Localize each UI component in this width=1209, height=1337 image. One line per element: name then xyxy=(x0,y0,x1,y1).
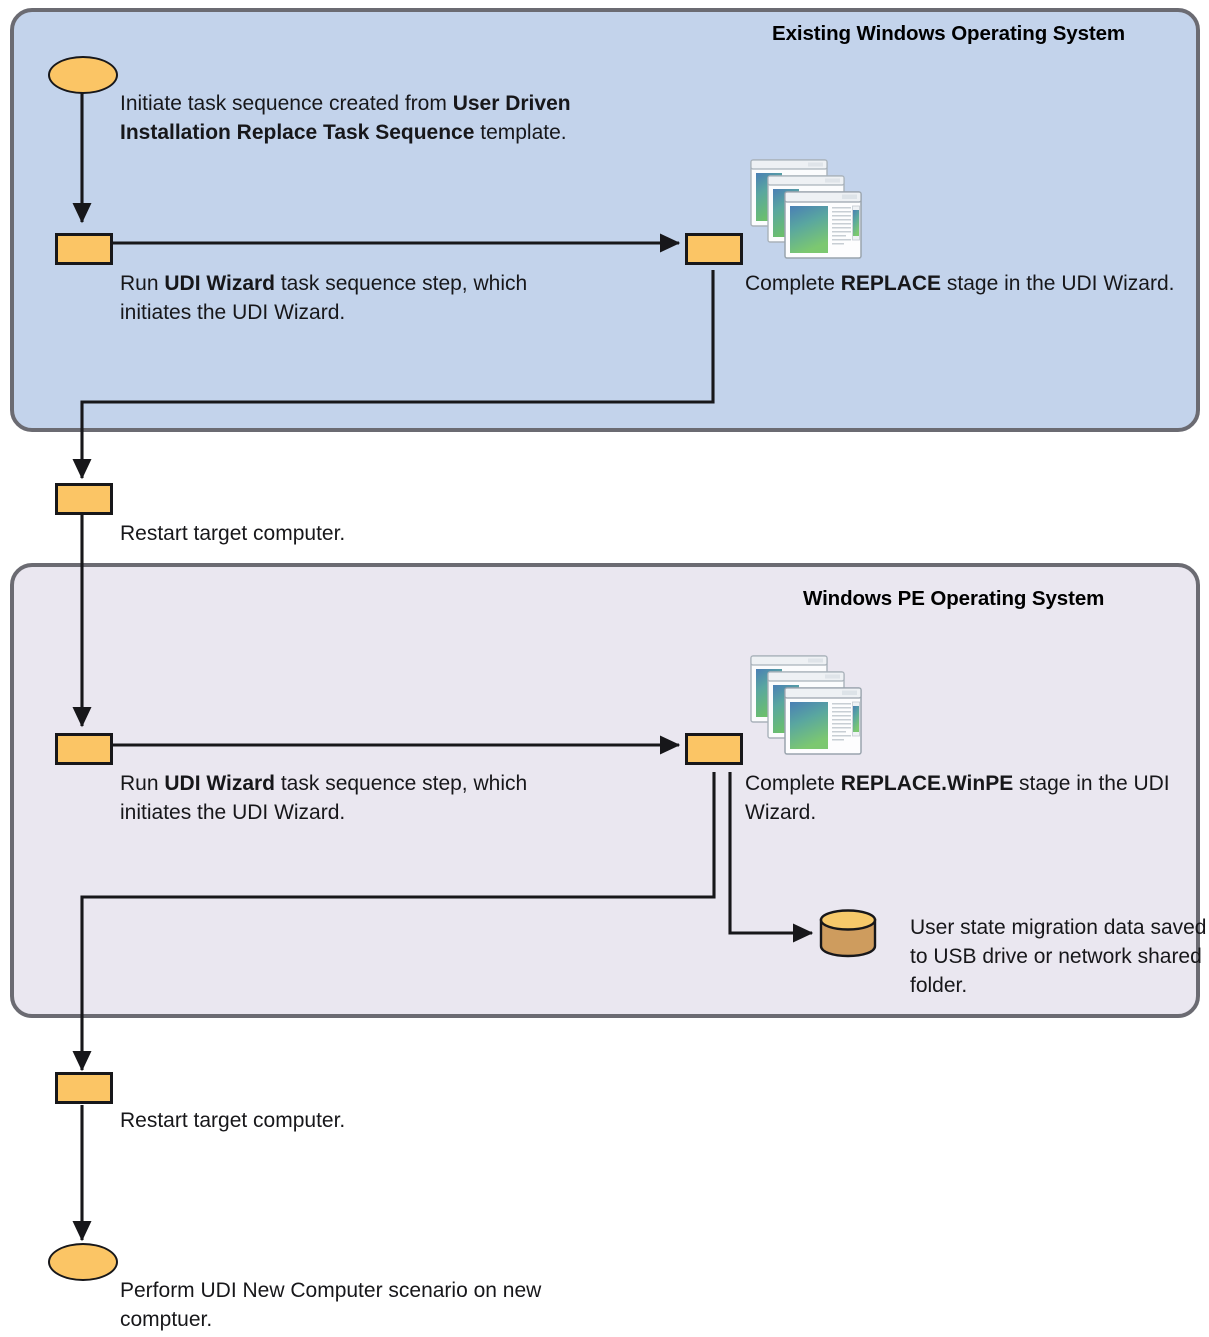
process-node-run-udi-wizard-os[interactable] xyxy=(55,233,113,265)
udi-wizard-windows-stack-icon-winpe xyxy=(748,653,866,762)
datastore-user-state-caption: User state migration data saved to USB d… xyxy=(910,916,1207,997)
process-node-run-udi-wizard-os-caption: Run UDI Wizard task sequence step, which… xyxy=(120,272,534,324)
process-node-restart-1[interactable] xyxy=(55,483,113,515)
lane-existing-windows-os xyxy=(10,8,1200,432)
process-node-complete-replace[interactable] xyxy=(685,233,743,265)
database-cylinder-icon[interactable] xyxy=(818,908,878,965)
process-node-complete-replace-winpe[interactable] xyxy=(685,733,743,765)
start-node[interactable] xyxy=(48,56,118,94)
lane-windows-pe-os-title: Windows PE Operating System xyxy=(803,587,1105,610)
process-node-run-udi-wizard-pe[interactable] xyxy=(55,733,113,765)
process-node-restart-2-caption: Restart target computer. xyxy=(120,1109,346,1132)
lane-existing-windows-os-title: Existing Windows Operating System xyxy=(772,22,1126,45)
process-node-restart-2[interactable] xyxy=(55,1072,113,1104)
end-node-caption: Perform UDI New Computer scenario on new… xyxy=(120,1279,548,1331)
start-node-caption: Initiate task sequence created from User… xyxy=(120,92,577,144)
process-node-complete-replace-caption: Complete REPLACE stage in the UDI Wizard… xyxy=(745,272,1175,295)
udi-wizard-windows-stack-icon xyxy=(748,157,866,266)
end-node[interactable] xyxy=(48,1243,118,1281)
process-node-run-udi-wizard-pe-caption: Run UDI Wizard task sequence step, which… xyxy=(120,772,534,824)
process-node-complete-replace-winpe-caption: Complete REPLACE.WinPE stage in the UDI … xyxy=(745,772,1176,824)
process-node-restart-1-caption: Restart target computer. xyxy=(120,522,346,545)
